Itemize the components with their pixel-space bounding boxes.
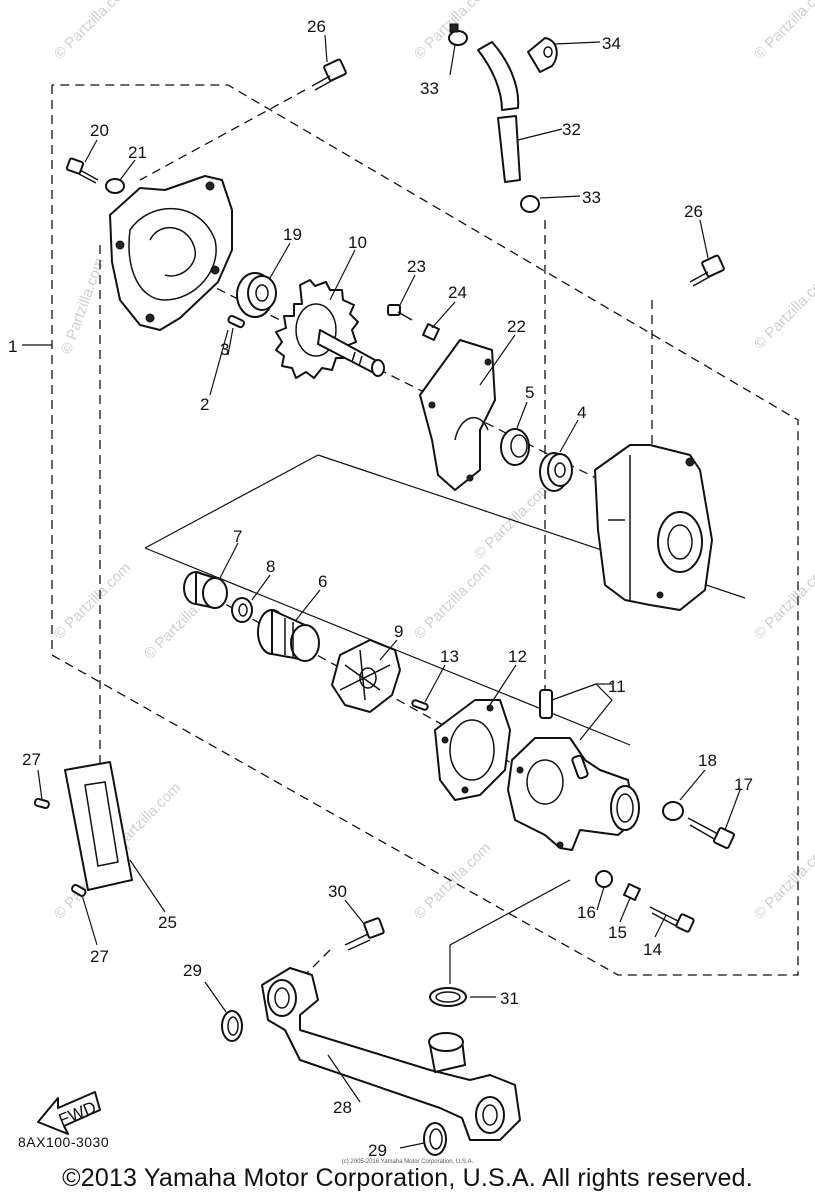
diagram-code: 8AX100-3030 [18, 1134, 110, 1150]
callout-14: 14 [643, 940, 662, 959]
watermark: © Partzilla.com [411, 559, 494, 642]
o-ring-29-bottom [423, 1122, 447, 1156]
callout-3: 3 [220, 340, 229, 359]
washer-8 [231, 597, 253, 623]
watermark: © Partzilla.com [411, 839, 494, 922]
callout-10: 10 [348, 233, 367, 252]
bolt-17 [687, 817, 735, 849]
watermark: © Partzilla.com [751, 559, 815, 642]
leader-lines [37, 34, 741, 1149]
callout-23: 23 [407, 257, 426, 276]
callout-13: 13 [440, 647, 459, 666]
callout-27-top: 27 [22, 750, 41, 769]
nut-15 [623, 883, 641, 901]
bolt-26-right [689, 254, 725, 287]
gasket-12 [434, 699, 511, 801]
hose-clamp-33-top [448, 23, 468, 46]
callout-16: 16 [577, 903, 596, 922]
callout-24: 24 [448, 283, 467, 302]
callout-labels: 1 2 3 4 5 6 7 8 9 10 11 12 13 14 15 16 1… [8, 17, 753, 1160]
plate-22 [419, 339, 496, 491]
pump-cover [109, 175, 233, 331]
callout-30: 30 [328, 882, 347, 901]
callout-25: 25 [158, 913, 177, 932]
pin-13 [411, 699, 429, 711]
callout-31: 31 [500, 989, 519, 1008]
callout-29-bottom: 29 [368, 1141, 387, 1160]
gasket-25 [64, 761, 133, 891]
fine-print: (c) 2005-2016 Yamaha Motor Corporation, … [341, 1159, 474, 1165]
fwd-arrow: FWD [37, 1091, 101, 1135]
seal-5 [500, 428, 530, 466]
bolt-14 [649, 906, 695, 933]
gear-shaft-10 [275, 279, 385, 379]
copyright-notice: ©2013 Yamaha Motor Corporation, U.S.A. A… [62, 1164, 753, 1192]
nut-24 [422, 323, 440, 341]
callout-26-top: 26 [307, 17, 326, 36]
bolt-30 [344, 917, 385, 951]
bolt-20 [65, 157, 99, 184]
watermark: © Partzilla.com [471, 479, 554, 562]
callout-18: 18 [698, 751, 717, 770]
bearing-19 [236, 272, 277, 318]
watermark: © Partzilla.com [51, 559, 134, 642]
callout-12: 12 [508, 647, 527, 666]
o-ring-31 [429, 987, 467, 1007]
fwd-label: FWD [56, 1098, 99, 1130]
callout-26-right: 26 [684, 202, 703, 221]
callout-17: 17 [734, 775, 753, 794]
callout-21: 21 [128, 143, 147, 162]
callout-11: 11 [608, 677, 626, 696]
bolt-26-top [311, 58, 347, 91]
callout-33-top: 33 [420, 79, 439, 98]
callout-20: 20 [90, 121, 109, 140]
impeller-9 [331, 639, 401, 713]
bearing-4 [539, 452, 573, 492]
watermark: © Partzilla.com [751, 269, 815, 352]
callout-34: 34 [602, 34, 621, 53]
watermark: © Partzilla.com [751, 0, 815, 63]
watermark: © Partzilla.com [58, 256, 109, 357]
bushing-7 [183, 571, 228, 609]
pump-housing [594, 444, 713, 611]
washer-16 [595, 870, 613, 888]
watermark: © Partzilla.com [51, 0, 134, 63]
mechanical-seal-6 [257, 609, 320, 662]
dowel-pin-3 [227, 314, 245, 329]
callout-6: 6 [318, 572, 327, 591]
bolt-23 [387, 304, 413, 321]
pipe-28 [261, 967, 521, 1141]
watermarks: © Partzilla.com © Partzilla.com © Partzi… [51, 0, 815, 923]
pump-outlet-housing [507, 737, 640, 851]
callout-5: 5 [525, 383, 534, 402]
callout-27-bottom: 27 [90, 947, 109, 966]
nipple-11 [539, 689, 589, 780]
callout-2: 2 [200, 395, 209, 414]
washer-18 [662, 801, 684, 821]
watermark: © Partzilla.com [751, 839, 815, 922]
pin-27-top [33, 797, 50, 810]
callout-19: 19 [283, 225, 302, 244]
callout-29-left: 29 [183, 961, 202, 980]
callout-22: 22 [507, 317, 526, 336]
pin-27-bottom [71, 883, 87, 897]
callout-8: 8 [266, 557, 275, 576]
callout-32: 32 [562, 120, 581, 139]
o-ring-29-left [221, 1010, 243, 1042]
callout-28: 28 [333, 1098, 352, 1117]
callout-9: 9 [394, 622, 403, 641]
callout-4: 4 [577, 403, 586, 422]
callout-15: 15 [608, 923, 627, 942]
hose-clip-34 [527, 37, 558, 73]
hose-clamp-33-bottom [520, 195, 540, 213]
washer-21 [105, 178, 125, 194]
callout-1: 1 [8, 337, 17, 356]
hose-32 [477, 41, 521, 183]
callout-7: 7 [233, 527, 242, 546]
callout-33-bottom: 33 [582, 188, 601, 207]
